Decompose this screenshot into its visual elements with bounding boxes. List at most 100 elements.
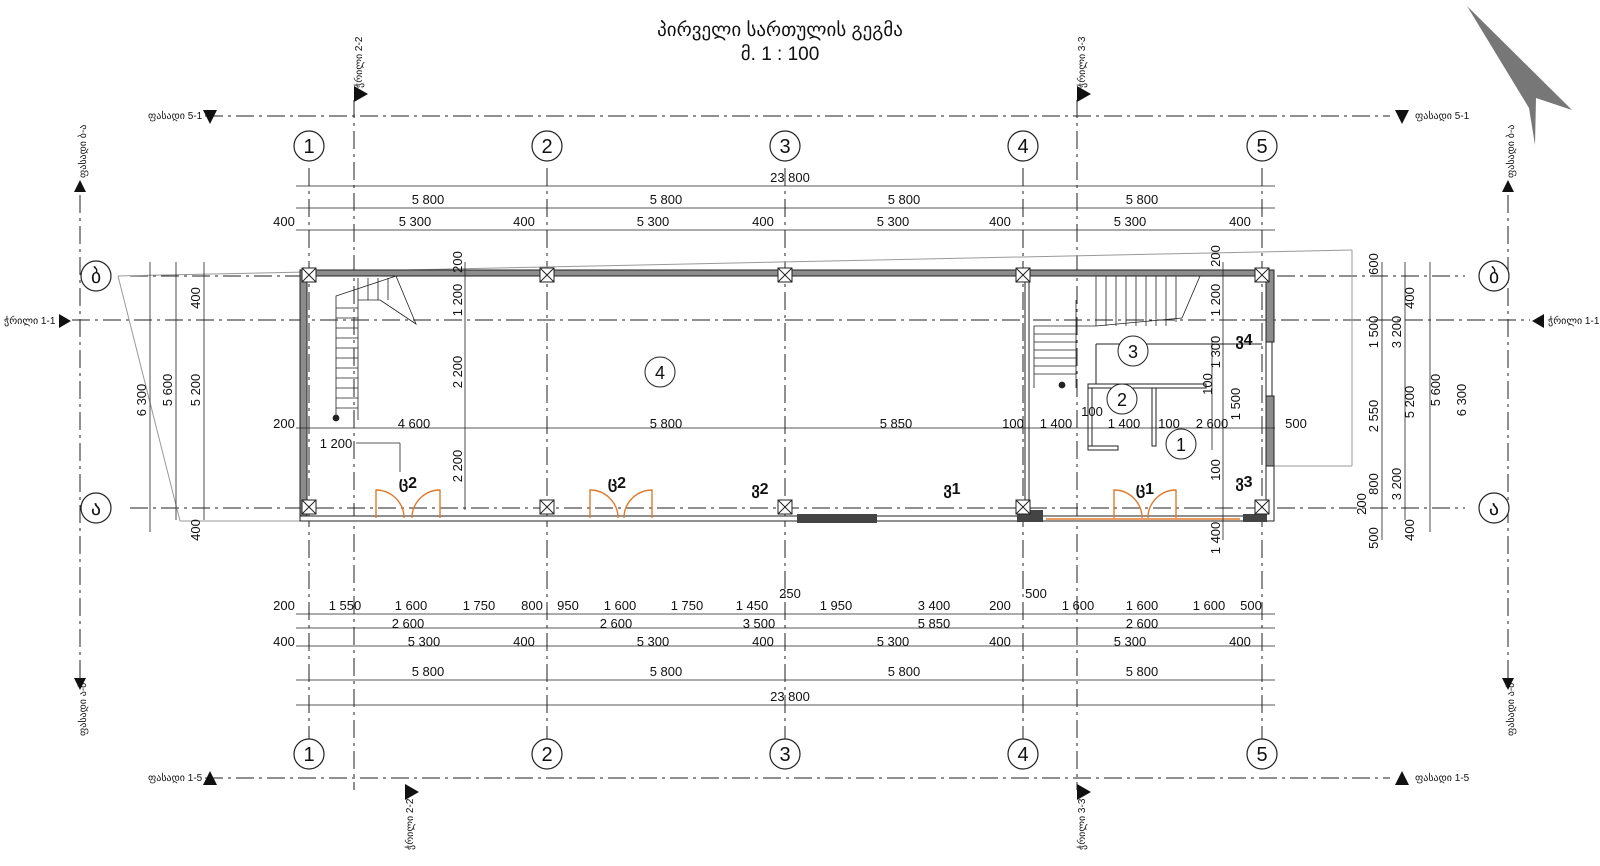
dim-interior: 1 300 [1208, 336, 1223, 369]
axis-label-5-bottom: 5 [1256, 744, 1267, 766]
dim-top-detail: 400 [989, 214, 1011, 229]
dim-mid: 5 800 [650, 416, 683, 431]
window-label: ვ4 [1235, 332, 1252, 350]
dim-mid: 500 [1285, 416, 1307, 431]
north-arrow-icon [1467, 6, 1572, 145]
axis-bubble-1-bottom [293, 738, 325, 770]
facade-label-ba-left: ფასადი ბ-ა [77, 125, 89, 178]
axis-bubble-5-bottom [1246, 738, 1278, 770]
dim-top-axis: 5 800 [412, 192, 445, 207]
dim-right-mid: 400 [1402, 287, 1417, 309]
dim-mid: 1 400 [1040, 416, 1073, 431]
dim-mid: 100 [1002, 416, 1024, 431]
dim-top-detail: 400 [513, 214, 535, 229]
dim-interior: 1 200 [320, 436, 353, 451]
dim-bottom-r1: 1 750 [671, 598, 704, 613]
dim-bottom-r2: 2 600 [600, 616, 633, 631]
room-number-2: 2 [1117, 390, 1127, 410]
door-swing [589, 489, 619, 519]
plan-scale: მ. 1 : 100 [741, 44, 820, 65]
column [777, 499, 793, 515]
axis-bubble-2-bottom [531, 738, 563, 770]
dim-mid: 200 [273, 416, 295, 431]
dim-bottom-r3: 400 [989, 634, 1011, 649]
dim-right-outer: 5 600 [1428, 374, 1443, 407]
section-label-1-1-right: ჭრილი 1-1 [1548, 315, 1600, 327]
dim-interior: 100 [1208, 459, 1223, 481]
dimension-lines [149, 185, 1431, 706]
dim-bottom-r3: 400 [513, 634, 535, 649]
dim-bottom-r3: 400 [752, 634, 774, 649]
axis-bubble-3-bottom [769, 738, 801, 770]
facade-label-5-1: ფასადი 5-1 [148, 110, 203, 122]
window-label: ვ2 [751, 481, 768, 499]
axis-bubble-b-left [80, 260, 112, 292]
section-label-2-2-top: ჭრილი 2-2 [353, 36, 365, 88]
facade-label-ab-right: ფასადი ა-ბ [1505, 683, 1517, 736]
dim-interior: 200 [450, 251, 465, 273]
dim-bottom-r2: 3 500 [743, 616, 776, 631]
dim-bottom-r1: 1 600 [604, 598, 637, 613]
room-tag-1 [1165, 428, 1197, 460]
dim-top-detail: 5 300 [877, 214, 910, 229]
dim-top-total: 23 800 [770, 170, 810, 185]
axis-label-4-bottom: 4 [1017, 744, 1028, 766]
column [1254, 499, 1270, 515]
axis-bubble-2-top [531, 130, 563, 162]
dim-bottom-r3: 400 [273, 634, 295, 649]
axis-label-b-right: ბ [1489, 266, 1499, 288]
dim-top-detail: 400 [1229, 214, 1251, 229]
door-swing [1113, 489, 1143, 519]
room-number-1: 1 [1176, 435, 1186, 455]
section-label-2-2-bottom: ჭრილი 2-2 [404, 798, 416, 850]
facade-label-1-5: ფასადი 1-5 [148, 772, 203, 784]
dim-right-mid: 3 200 [1389, 316, 1404, 349]
axis-label-1-bottom: 1 [303, 744, 314, 766]
column [1015, 499, 1031, 515]
dim-left: 5 200 [188, 374, 203, 407]
dim-left: 400 [188, 519, 203, 541]
axis-bubble-a-right [1478, 492, 1510, 524]
axis-bubble-4-bottom [1007, 738, 1039, 770]
dim-mid: 1 400 [1108, 416, 1141, 431]
dim-bottom-r2: 2 600 [392, 616, 425, 631]
dim-bottom-r3: 5 300 [408, 634, 441, 649]
dim-mid: 2 600 [1196, 416, 1229, 431]
section-label-1-1-left: ჭრილი 1-1 [4, 315, 56, 327]
column [1015, 267, 1031, 283]
room-number-3: 3 [1128, 342, 1138, 362]
axis-bubble-4-top [1007, 130, 1039, 162]
dim-interior: 100 [1200, 373, 1215, 395]
dim-bottom-total: 23 800 [770, 689, 810, 704]
section-markers [59, 86, 1544, 800]
dim-bottom-r2: 2 600 [1126, 616, 1159, 631]
section-label-3-3-bottom: ჭრილი 3-3 [1076, 798, 1088, 850]
dim-top-axis: 5 800 [1126, 192, 1159, 207]
axis-label-a-right: ა [1489, 498, 1499, 520]
axis-label-2-top: 2 [541, 136, 552, 158]
room-number-4: 4 [655, 363, 665, 383]
dim-top-axis: 5 800 [650, 192, 683, 207]
dim-bottom-r1: 1 950 [820, 598, 853, 613]
dim-bottom-r1: 1 600 [1062, 598, 1095, 613]
axis-bubble-1-top [293, 130, 325, 162]
dim-top-detail: 5 300 [399, 214, 432, 229]
dim-interior: 2 200 [450, 356, 465, 389]
dim-bottom-r1: 500 [1240, 598, 1262, 613]
axis-label-1-top: 1 [303, 136, 314, 158]
dim-interior: 1 200 [450, 284, 465, 317]
section-label-3-3-top: ჭრილი 3-3 [1076, 36, 1088, 88]
dim-mid: 100 [1158, 416, 1180, 431]
column [1254, 267, 1270, 283]
door-label: ც2 [608, 475, 626, 493]
dim-bottom-axis: 5 800 [412, 664, 445, 679]
dim-bottom-r1: 1 750 [463, 598, 496, 613]
door-label: ც2 [399, 475, 417, 493]
dim-interior: 200 [1208, 245, 1223, 267]
window-label: ვ3 [1235, 474, 1252, 492]
room-tag-2 [1106, 383, 1138, 415]
dim-top-axis: 5 800 [888, 192, 921, 207]
column [539, 267, 555, 283]
dim-bottom-r3: 5 300 [1114, 634, 1147, 649]
